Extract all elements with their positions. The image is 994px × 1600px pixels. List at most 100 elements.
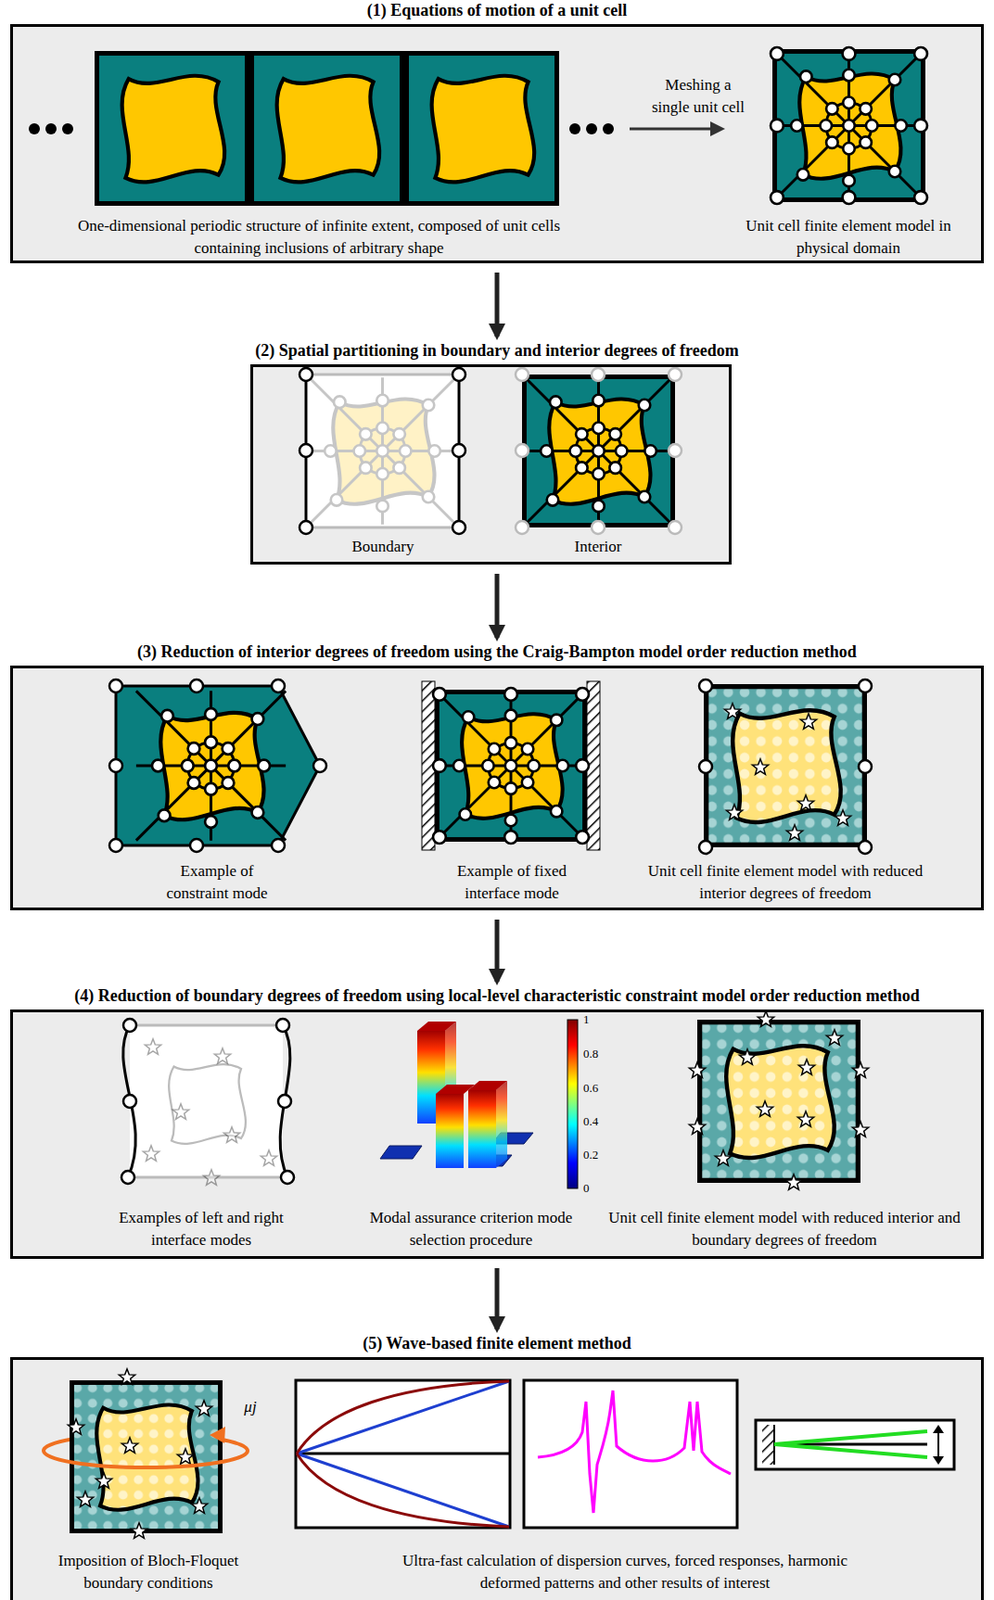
drawing-part bbox=[130, 1523, 147, 1540]
drawing-part bbox=[278, 1095, 292, 1109]
drawing-part bbox=[168, 1064, 246, 1145]
drawing-part bbox=[755, 1420, 955, 1470]
drawing-part bbox=[195, 1401, 212, 1417]
drawing-part bbox=[591, 368, 605, 382]
drawing-part bbox=[280, 1171, 294, 1185]
drawing-part bbox=[209, 1427, 226, 1444]
drawing-part bbox=[724, 703, 851, 842]
drawing-part bbox=[591, 521, 605, 535]
caption: Modal assurance criterion mode selection… bbox=[363, 1207, 579, 1252]
drawing-part bbox=[724, 703, 740, 720]
drawing-part bbox=[299, 444, 313, 458]
drawing-part bbox=[295, 1380, 510, 1529]
drawing-part bbox=[932, 1425, 944, 1434]
colorbar-tick: 0.8 bbox=[583, 1045, 612, 1063]
drawing-part bbox=[726, 804, 742, 821]
flow-arrow bbox=[495, 272, 500, 337]
panel-ground bbox=[10, 24, 984, 264]
caption: Unit cell finite element model in physic… bbox=[726, 215, 970, 260]
colorbar-tick: 0.6 bbox=[583, 1080, 612, 1097]
drawing-part bbox=[296, 1381, 510, 1454]
drawing-part bbox=[177, 1449, 193, 1466]
drawing-part bbox=[71, 1382, 220, 1531]
boundary-mesh bbox=[299, 368, 466, 535]
caption: Meshing a single unit cell bbox=[648, 74, 749, 119]
drawing-part bbox=[688, 1062, 705, 1079]
drawing-part bbox=[223, 1127, 240, 1144]
drawing-part bbox=[515, 521, 529, 535]
drawing-part bbox=[699, 679, 872, 854]
caption: Example of constraint mode bbox=[156, 860, 278, 905]
drawing-part bbox=[468, 1090, 497, 1169]
drawing-part bbox=[523, 376, 673, 525]
drawing-part bbox=[115, 686, 320, 846]
drawing-part bbox=[714, 1150, 731, 1167]
drawing-part bbox=[739, 1049, 755, 1066]
caption: Examples of left and right interface mod… bbox=[92, 1207, 311, 1252]
drawing-part bbox=[496, 1081, 508, 1169]
colorbar-tick: 0.2 bbox=[583, 1146, 612, 1164]
drawing-part bbox=[452, 368, 466, 382]
drawing-part bbox=[144, 1039, 161, 1056]
drawing-part bbox=[858, 760, 872, 774]
drawing-part bbox=[706, 687, 866, 846]
drawing-part bbox=[515, 368, 682, 535]
drawing-part bbox=[756, 1101, 773, 1118]
drawing-part bbox=[567, 1019, 578, 1189]
stage-heading: (4) Reduction of boundary degrees of fre… bbox=[0, 985, 994, 1010]
drawing-part bbox=[123, 1019, 137, 1033]
drawing-part bbox=[569, 123, 581, 135]
drawing-part bbox=[299, 368, 466, 535]
drawing-part bbox=[668, 368, 682, 382]
drawing-part bbox=[276, 1019, 290, 1033]
deformed-beam-plot bbox=[755, 1420, 955, 1470]
drawing-part bbox=[271, 839, 285, 853]
drawing-part bbox=[800, 713, 816, 730]
drawing-part bbox=[129, 1024, 283, 1028]
drawing-part bbox=[774, 1431, 928, 1445]
drawing-part bbox=[305, 373, 459, 377]
drawing-part bbox=[515, 368, 529, 382]
drawing-part bbox=[203, 1170, 219, 1186]
drawing-part bbox=[452, 444, 466, 458]
drawing-part bbox=[123, 1025, 136, 1178]
drawing-part bbox=[668, 521, 682, 535]
drawing-part bbox=[785, 1174, 802, 1191]
drawing-part bbox=[797, 795, 814, 812]
frequency-response-plot bbox=[523, 1380, 738, 1529]
drawing-part bbox=[524, 377, 672, 524]
caption: Unit cell finite element model with redu… bbox=[644, 860, 928, 905]
drawing-part bbox=[190, 679, 204, 693]
drawing-part bbox=[296, 1453, 510, 1528]
drawing-part bbox=[43, 1451, 248, 1468]
drawing-part bbox=[668, 444, 682, 458]
drawing-part bbox=[435, 1094, 464, 1169]
drawing-part bbox=[523, 1380, 738, 1529]
drawing-part bbox=[858, 679, 872, 693]
drawing-part bbox=[537, 1390, 731, 1514]
panel-ground bbox=[250, 364, 732, 565]
drawing-part bbox=[191, 1498, 207, 1515]
drawing-part bbox=[433, 688, 589, 844]
flow-arrow bbox=[495, 919, 500, 982]
drawing-part bbox=[700, 1022, 859, 1182]
drawing-part bbox=[932, 1456, 944, 1466]
interior-mesh bbox=[515, 368, 682, 535]
panel-frame bbox=[250, 364, 732, 565]
caption: μj bbox=[231, 1396, 269, 1419]
drawing-part bbox=[688, 1119, 705, 1135]
unit-cell-mesh bbox=[770, 47, 928, 204]
drawing-part bbox=[380, 1146, 422, 1160]
drawing-part bbox=[97, 53, 248, 204]
reduced-cell bbox=[688, 1011, 868, 1191]
drawing-part bbox=[586, 123, 598, 135]
caption: Interior bbox=[542, 535, 654, 559]
drawing-part bbox=[774, 1444, 928, 1458]
drawing-part bbox=[136, 690, 286, 841]
drawing-part bbox=[826, 1030, 842, 1046]
drawing-part bbox=[937, 1429, 940, 1461]
panel-ground bbox=[10, 1357, 984, 1600]
drawing-part bbox=[313, 759, 327, 773]
drawing-part bbox=[751, 759, 768, 776]
drawing-part bbox=[109, 839, 123, 853]
